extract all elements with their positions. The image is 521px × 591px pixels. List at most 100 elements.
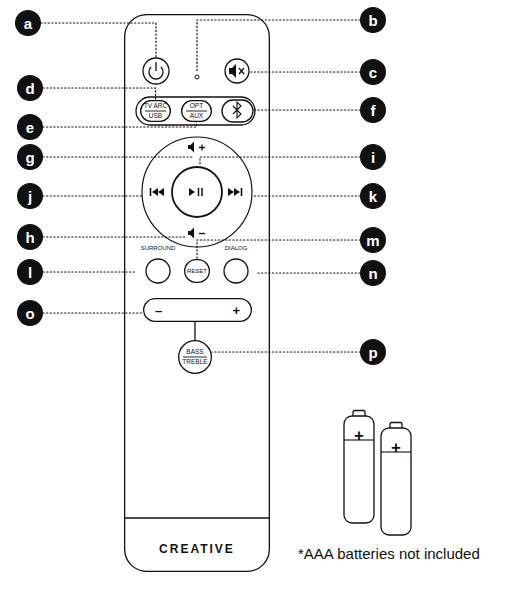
bluetooth-icon: [233, 102, 241, 118]
source-button: TV ARCUSB: [140, 100, 171, 122]
button-text: RESET: [187, 268, 207, 274]
button-outline: [361, 8, 386, 33]
leader-line: [43, 195, 142, 196]
leader-line: [43, 236, 186, 237]
callout-letter-text: b: [368, 13, 377, 28]
button-outline: [144, 299, 252, 322]
leader-line: [197, 20, 360, 73]
button-text: TREBLE: [182, 359, 207, 366]
callout-letter: n: [360, 260, 386, 286]
text-holder: c: [360, 59, 386, 85]
node-outline: [124, 14, 270, 572]
battery-body: [381, 428, 411, 535]
reset-button: RESET: [184, 259, 210, 283]
text-holder: f: [360, 97, 386, 123]
leader-line: [252, 195, 360, 196]
note-text: *AAA batteries not included: [298, 545, 480, 562]
remote-body: CREATIVE TV ARCUSB OPT AUX SURROUND RESET DIAL…: [124, 14, 270, 572]
callout-letter: p: [360, 339, 386, 365]
text-holder: h: [17, 224, 43, 250]
callout-letter: h: [17, 224, 43, 250]
button-circle: [146, 259, 170, 283]
button-outline: [18, 115, 43, 140]
leader-line: [43, 312, 143, 313]
callout-letter-text: n: [368, 266, 377, 281]
callout-letter: e: [17, 114, 43, 140]
callout-letter: l: [17, 259, 43, 285]
text-holder: b: [360, 7, 386, 33]
button-outline: [182, 101, 212, 122]
button-outline: [361, 228, 386, 253]
button-text: OPT: [190, 103, 203, 110]
callout-letter: m: [360, 227, 386, 253]
bass-treble-button: BASS TREBLE: [178, 340, 212, 374]
mute-button: [225, 59, 249, 83]
button-outline: [361, 184, 386, 209]
button-text: +: [354, 427, 364, 444]
source-button: OPT AUX: [181, 100, 212, 122]
button-outline: [18, 225, 43, 250]
callout-letter: g: [17, 144, 43, 170]
leader-line: [43, 156, 192, 157]
button-text: SURROUND: [141, 245, 176, 251]
volume-down-minus: [199, 233, 205, 234]
callout-letter-text: m: [366, 233, 379, 248]
battery: +: [380, 422, 412, 536]
text-holder: j: [17, 183, 43, 209]
section-divider: [124, 517, 270, 518]
text-holder: –+: [143, 298, 252, 322]
button-circle: [224, 259, 248, 283]
text-holder: +: [343, 410, 375, 524]
callout-letter-text: h: [25, 230, 34, 245]
callout-letter-text: d: [25, 81, 34, 96]
button-outline: [185, 260, 210, 283]
text-holder: d: [17, 75, 43, 101]
power-button: [143, 58, 169, 84]
callout-letter-text: l: [28, 265, 32, 280]
callout-letter-text: o: [25, 306, 34, 321]
power-icon: [149, 62, 163, 79]
button-text: BASS: [186, 349, 203, 356]
button-divider: [183, 357, 207, 358]
text-holder: p: [360, 339, 386, 365]
callout-letter: f: [360, 97, 386, 123]
text-holder: e: [17, 114, 43, 140]
text-holder: OPT AUX: [181, 100, 212, 122]
text-holder: SURROUND: [136, 244, 180, 284]
navigation-ring: [142, 137, 252, 247]
text-holder: DIALOG: [214, 244, 258, 284]
button-outline: [18, 260, 43, 285]
text-holder: TV ARCUSB: [140, 100, 171, 122]
slider-stem: [194, 322, 195, 340]
button-text: AUX: [190, 113, 203, 120]
button-outline: [18, 76, 43, 101]
text-holder: g: [17, 144, 43, 170]
text-holder: n: [360, 260, 386, 286]
callout-letter-text: g: [25, 150, 34, 165]
leader-line: [212, 351, 360, 352]
button-text: +: [391, 439, 401, 456]
battery: +: [343, 410, 375, 524]
text-holder: k: [360, 183, 386, 209]
button-text: CREATIVE: [159, 543, 235, 555]
play-icon: [189, 188, 195, 196]
volume-up-icon: [188, 142, 194, 153]
text-holder: o: [17, 300, 43, 326]
button-outline: [361, 145, 386, 170]
leader-line: [43, 122, 197, 127]
callout-letter-text: p: [368, 345, 377, 360]
leader-line: [197, 240, 360, 259]
text-holder: +: [380, 422, 412, 536]
text-holder: l: [17, 259, 43, 285]
dialog-button: DIALOG: [214, 244, 258, 284]
text-holder: m: [360, 227, 386, 253]
button-divider: [145, 111, 166, 112]
button-outline: [18, 184, 43, 209]
surround-button: SURROUND: [136, 244, 180, 284]
button-outline: [125, 15, 270, 572]
next-icon: [228, 188, 240, 196]
callout-letter-text: f: [371, 103, 376, 118]
mute-icon: [229, 64, 236, 78]
